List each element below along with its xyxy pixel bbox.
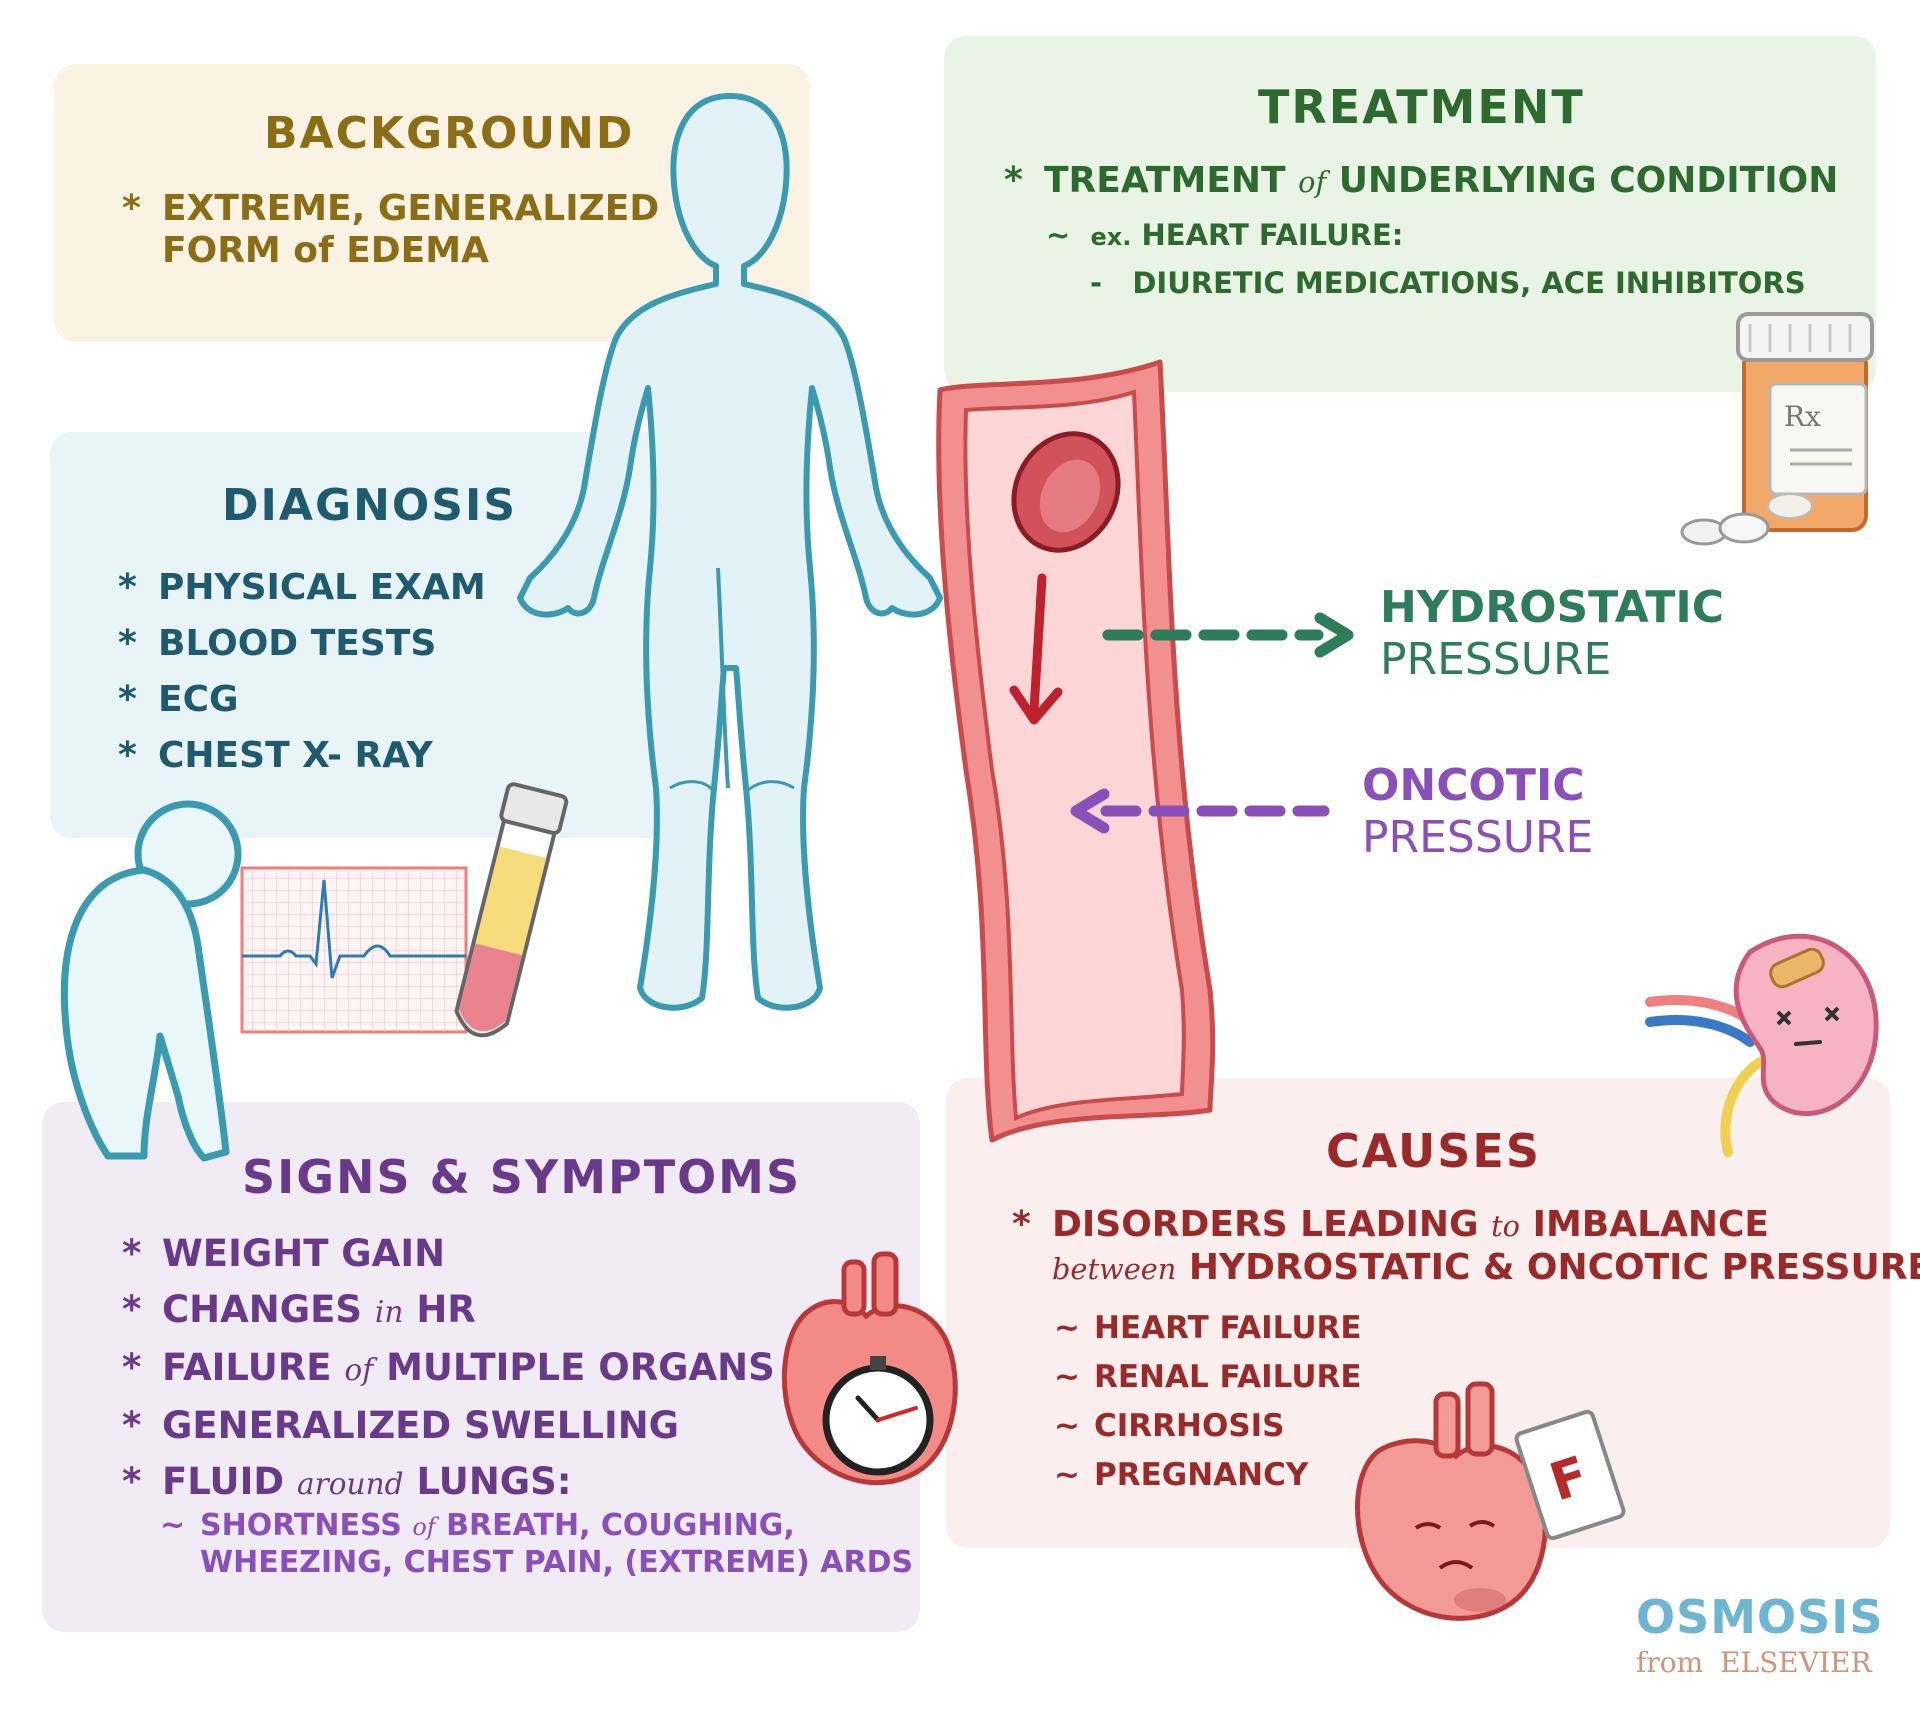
signs-item: *WEIGHT GAIN [122, 1232, 446, 1275]
diagnosis-title: DIAGNOSIS [222, 480, 518, 531]
pill-bottle-icon: Rx [1680, 312, 1874, 546]
signs-item: *FLUID around LUNGS: [122, 1460, 572, 1503]
heart-stopwatch-icon [781, 1251, 958, 1486]
treatment-sub-item: ~ ex. HEART FAILURE: [1046, 218, 1404, 252]
background-item: *EXTREME, GENERALIZED [122, 188, 660, 229]
diagnosis-item: *CHEST X- RAY [118, 735, 433, 776]
sick-heart-icon: F [1355, 1381, 1626, 1621]
tired-person-icon [60, 800, 242, 1162]
signs-item: *CHANGES in HR [122, 1288, 476, 1331]
osmosis-logo: OSMOSIS from ELSEVIER [1636, 1590, 1884, 1679]
treatment-title: TREATMENT [1258, 80, 1585, 134]
signs-symptoms-panel [42, 1102, 920, 1632]
osmosis-company: ELSEVIER [1720, 1646, 1872, 1679]
background-list: *EXTREME, GENERALIZED FORM of EDEMA [122, 188, 659, 272]
treatment-main-item: *TREATMENT of UNDERLYING CONDITION [1004, 160, 1839, 201]
treatment-detail-item: - DIURETIC MEDICATIONS, ACE INHIBITORS [1090, 266, 1806, 300]
diagnosis-item: *PHYSICAL EXAM [118, 567, 486, 608]
signs-symptoms-title: SIGNS & SYMPTOMS [242, 1150, 802, 1204]
blood-vessel-icon [936, 359, 1216, 1143]
background-item: FORM of EDEMA [162, 230, 489, 271]
hydrostatic-label: HYDROSTATIC PRESSURE [1380, 582, 1725, 685]
oncotic-label: ONCOTIC PRESSURE [1362, 760, 1594, 863]
signs-item: *GENERALIZED SWELLING [122, 1404, 680, 1447]
treatment-panel [944, 36, 1876, 392]
diagnosis-item: *ECG [118, 679, 239, 720]
diagnosis-list: *PHYSICAL EXAM *BLOOD TESTS *ECG *CHEST … [118, 560, 486, 784]
signs-sub-item: ~SHORTNESS of BREATH, COUGHING, WHEEZING… [160, 1508, 914, 1580]
causes-sub-item: ~HEART FAILURE [1054, 1310, 1362, 1346]
test-tube-icon [454, 782, 569, 1038]
hydrostatic-arrow-icon [1102, 612, 1354, 658]
kidney-icon [1645, 933, 1879, 1157]
signs-symptoms-list: *WEIGHT GAIN *CHANGES in HR *FAILURE of … [122, 1226, 775, 1512]
body-silhouette-icon [517, 93, 943, 1011]
rx-label: Rx [1784, 400, 1821, 433]
diagnosis-item: *BLOOD TESTS [118, 623, 437, 664]
causes-sub-item: ~PREGNANCY [1054, 1457, 1309, 1493]
causes-sub-item: ~CIRRHOSIS [1054, 1408, 1285, 1444]
causes-main-item: *DISORDERS LEADING to IMBALANCE between … [1012, 1204, 1920, 1288]
causes-sub-list: ~HEART FAILURE ~RENAL FAILURE ~CIRRHOSIS… [1054, 1304, 1362, 1500]
causes-title: CAUSES [1326, 1124, 1541, 1178]
osmosis-brand: OSMOSIS [1636, 1590, 1884, 1644]
background-title: BACKGROUND [264, 108, 635, 159]
ecg-strip-icon [240, 866, 468, 1034]
causes-sub-item: ~RENAL FAILURE [1054, 1359, 1362, 1395]
signs-item: *FAILURE of MULTIPLE ORGANS [122, 1346, 775, 1389]
osmosis-from: from [1636, 1646, 1704, 1679]
oncotic-arrow-icon [1070, 788, 1330, 834]
